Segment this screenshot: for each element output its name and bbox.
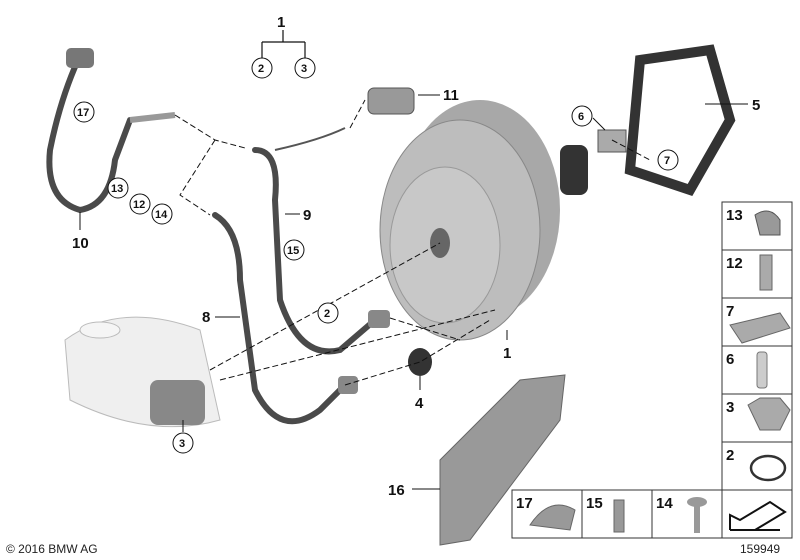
callout-3-top[interactable]: 3 <box>294 57 316 79</box>
pin-6-icon <box>756 351 768 389</box>
svg-text:15: 15 <box>287 245 299 257</box>
gasket-5[interactable] <box>624 44 736 197</box>
callout-8: 8 <box>202 309 210 326</box>
hose-10[interactable] <box>46 57 133 214</box>
hose-10-connector <box>66 48 94 68</box>
callout-9: 9 <box>303 207 311 224</box>
svg-text:13: 13 <box>111 183 123 195</box>
legend-6: 6 <box>726 351 734 368</box>
svg-text:3: 3 <box>179 438 185 450</box>
clip-13-icon <box>754 210 781 236</box>
legend-7: 7 <box>726 303 734 320</box>
legend-17: 17 <box>516 495 533 512</box>
legend-2: 2 <box>726 447 734 464</box>
hose-8[interactable] <box>212 212 348 425</box>
brake-booster[interactable] <box>379 100 588 341</box>
bracket-16[interactable] <box>439 374 566 546</box>
callout-6[interactable]: 6 <box>571 105 593 127</box>
callout-15[interactable]: 15 <box>283 239 305 261</box>
legend-3: 3 <box>726 399 734 416</box>
legend-15: 15 <box>586 495 603 512</box>
legend-14: 14 <box>656 495 673 512</box>
callout-1-top: 1 <box>277 14 285 31</box>
hose-9[interactable] <box>252 147 378 355</box>
callout-14[interactable]: 14 <box>151 203 173 225</box>
clip-17-icon <box>529 504 576 531</box>
callout-7[interactable]: 7 <box>657 149 679 171</box>
clip-7-icon <box>729 312 791 344</box>
direction-arrow-icon <box>729 500 787 531</box>
callout-11: 11 <box>443 87 459 104</box>
callout-13[interactable]: 13 <box>107 177 129 199</box>
top-bracket <box>261 30 306 58</box>
brake-fluid-reservoir[interactable] <box>64 316 221 428</box>
callout-16: 16 <box>388 482 405 499</box>
clip-12-icon <box>759 254 773 291</box>
copyright: © 2016 BMW AG <box>6 542 98 556</box>
svg-text:12: 12 <box>133 199 145 211</box>
callout-1: 1 <box>503 345 511 362</box>
diagram-id: 159949 <box>740 542 781 556</box>
callout-4: 4 <box>415 395 424 412</box>
sensor-11[interactable] <box>367 87 415 115</box>
hose-10-fitting <box>129 112 176 123</box>
callout-10: 10 <box>72 235 89 252</box>
legend-12: 12 <box>726 255 743 272</box>
clevis-6[interactable] <box>597 129 627 153</box>
screw-14-icon <box>687 497 707 533</box>
legend-column <box>511 201 793 539</box>
callout-3[interactable]: 3 <box>172 432 194 454</box>
svg-text:2: 2 <box>324 308 330 320</box>
callout-12[interactable]: 12 <box>129 193 151 215</box>
legend-13: 13 <box>726 207 743 224</box>
callout-5: 5 <box>752 97 760 114</box>
solid-leaders <box>79 94 748 490</box>
callout-2-top[interactable]: 2 <box>251 57 273 79</box>
clip-15-icon <box>613 499 625 533</box>
svg-text:6: 6 <box>578 111 584 123</box>
grommet-4[interactable] <box>408 348 432 376</box>
callout-17[interactable]: 17 <box>73 101 95 123</box>
svg-text:2: 2 <box>258 63 264 75</box>
svg-text:17: 17 <box>77 107 89 119</box>
o-ring-2-icon <box>749 454 787 482</box>
callout-2[interactable]: 2 <box>317 302 339 324</box>
nut-3-icon <box>747 397 791 431</box>
svg-text:3: 3 <box>301 63 307 75</box>
svg-text:14: 14 <box>155 209 168 221</box>
svg-text:7: 7 <box>664 155 670 167</box>
